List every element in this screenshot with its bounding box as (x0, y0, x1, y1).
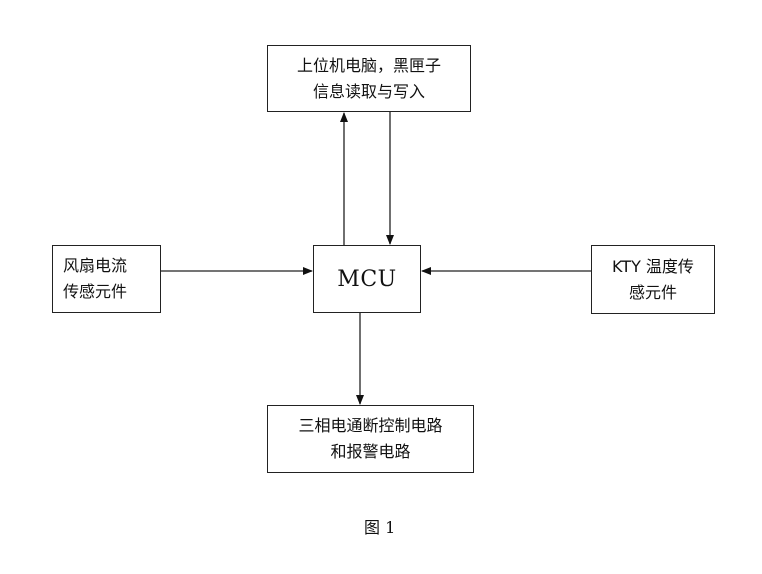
node-label-line: 传感元件 (63, 282, 128, 301)
node-label-line: KTY 温度传 (612, 256, 694, 276)
figure-caption: 图 1 (364, 518, 396, 537)
node-label-line: 风扇电流 (63, 256, 128, 275)
host-computer-black-box-node: 上位机电脑，黑匣子 信息读取与写入 (267, 45, 471, 112)
mcu-label: MCU (337, 266, 397, 292)
fan-current-sensor-node: 风扇电流 传感元件 (52, 245, 161, 313)
node-label-line: 上位机电脑，黑匣子 (296, 55, 441, 75)
kty-temperature-sensor-node: KTY 温度传 感元件 (591, 245, 715, 314)
node-label-line: 感元件 (628, 282, 677, 302)
node-label-line: 三相电通断控制电路 (298, 416, 443, 435)
node-label-line: 信息读取与写入 (312, 81, 425, 101)
node-label-line: 和报警电路 (330, 442, 411, 461)
three-phase-control-alarm-node: 三相电通断控制电路 和报警电路 (267, 405, 474, 473)
mcu-node: MCU (313, 245, 421, 313)
